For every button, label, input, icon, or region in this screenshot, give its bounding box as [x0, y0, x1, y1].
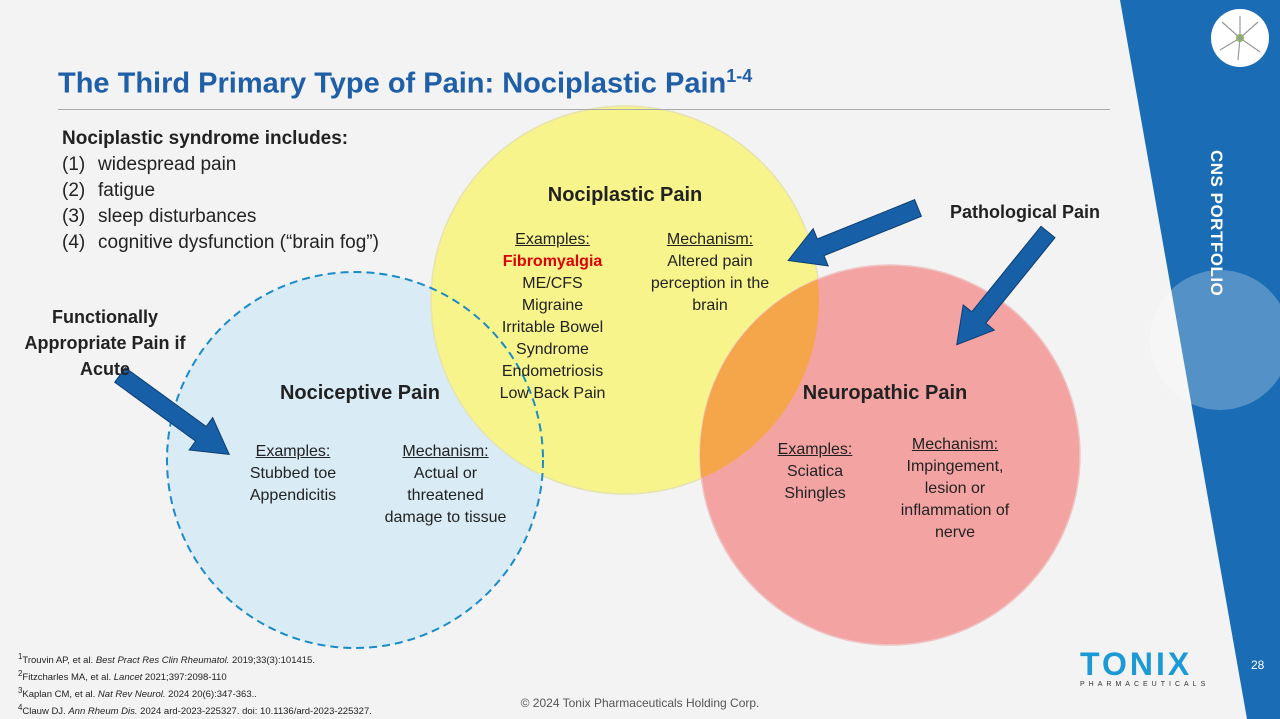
list-item: (3)sleep disturbances — [62, 206, 257, 227]
tonix-logo: TONIX PHARMACEUTICALS — [1080, 646, 1210, 688]
section-label: CNS PORTFOLIO — [1207, 150, 1226, 297]
nociceptive-title: Nociceptive Pain — [279, 382, 441, 404]
reference-item: 2Fitzcharles MA, et al. Lancet 2021;397:… — [18, 669, 227, 684]
references: 1Trouvin AP, et al. Best Pract Res Clin … — [18, 650, 372, 719]
nociceptive-dashed-border — [166, 271, 544, 649]
nociplastic-title: Nociplastic Pain — [547, 184, 703, 206]
blue-side-band — [1120, 0, 1280, 719]
syndrome-list: Nociplastic syndrome includes: (1)widesp… — [62, 126, 379, 256]
neuropathic-mechanism: Mechanism: Impingement,lesion or inflamm… — [900, 436, 1010, 541]
arrow-pathological-2 — [956, 225, 1056, 346]
overlap-region — [700, 265, 819, 494]
reference-item: 1Trouvin AP, et al. Best Pract Res Clin … — [18, 652, 315, 667]
arrow-functional — [114, 367, 231, 455]
pathological-pain-callout: Pathological Pain — [949, 202, 1101, 222]
list-item: (4)cognitive dysfunction (“brain fog”) — [62, 232, 379, 253]
neuron-dendrites — [1219, 16, 1261, 61]
copyright: © 2024 Tonix Pharmaceuticals Holding Cor… — [520, 696, 760, 710]
neuropathic-title: Neuropathic Pain — [802, 382, 968, 404]
syndrome-heading: Nociplastic syndrome includes: — [62, 128, 349, 149]
page-title: The Third Primary Type of Pain: Nociplas… — [58, 66, 753, 100]
reference-item: 3Kaplan CM, et al. Nat Rev Neurol. 2024 … — [18, 686, 257, 701]
list-item: (1)widespread pain — [62, 154, 237, 175]
molecule-decoration — [1150, 270, 1280, 410]
arrow-pathological-1 — [787, 199, 923, 267]
page-number: 28 — [1251, 658, 1265, 672]
title-divider — [58, 109, 1110, 110]
reference-item: 4Clauw DJ. Ann Rheum Dis. 2024 ard-2023-… — [18, 703, 372, 718]
list-item: (2)fatigue — [62, 180, 156, 201]
